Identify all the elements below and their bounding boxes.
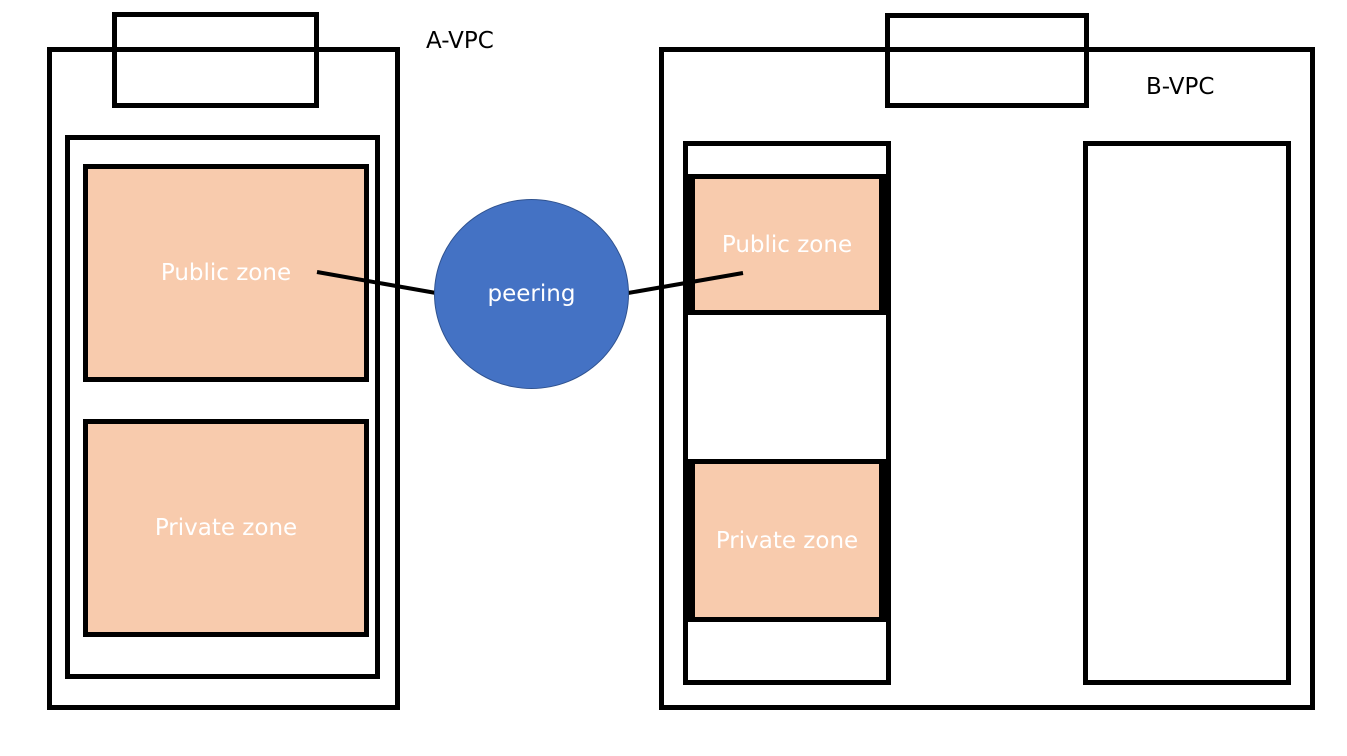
peering-node: peering [434,199,629,389]
a-vpc-public-zone: Public zone [83,164,369,382]
a-vpc-boundary [47,47,400,710]
b-vpc-gateway [885,13,1089,108]
a-vpc-gateway [112,12,319,108]
b-vpc-subnet-group-left [683,141,891,685]
b-vpc-public-zone: Public zone [686,174,888,315]
a-vpc-subnet-group [65,135,380,679]
b-vpc-subnet-group-right [1083,141,1291,685]
a-vpc-label: A-VPC [426,28,494,54]
a-vpc-private-zone: Private zone [83,419,369,637]
b-vpc-private-zone: Private zone [686,459,888,622]
b-vpc-label: B-VPC [1146,74,1215,100]
b-vpc-boundary [659,47,1315,710]
